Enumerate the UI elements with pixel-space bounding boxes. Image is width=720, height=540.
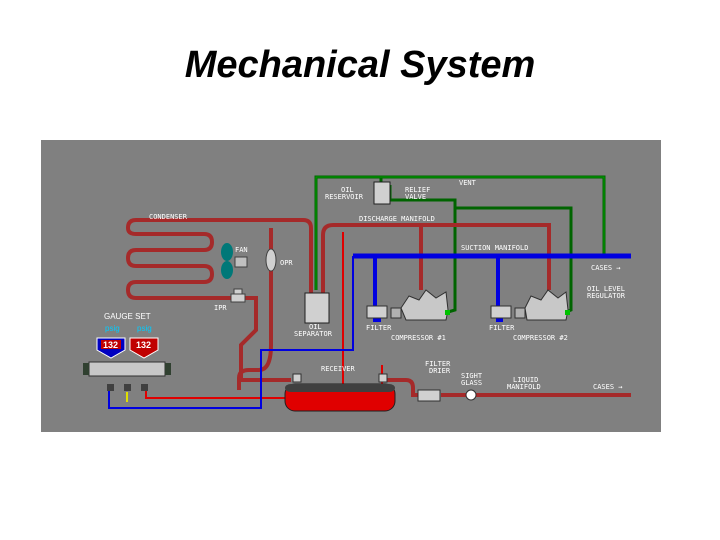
oil-separator-label-1: OIL — [309, 323, 322, 331]
relief-valve-label-2: VALVE — [405, 193, 426, 201]
ipr-valve-icon — [230, 288, 246, 303]
liquid-manifold-label-2: MANIFOLD — [507, 383, 541, 391]
compressor-1-icon — [366, 289, 450, 321]
page-title: Mechanical System — [184, 44, 536, 86]
compressor-2-icon — [490, 289, 570, 321]
gauge-left-value: 132 — [103, 340, 118, 350]
opr-valve-icon — [265, 248, 277, 272]
gauge-right-unit: psig — [137, 324, 152, 333]
cases-top-label: CASES → — [591, 264, 621, 272]
filter-drier-label-1: FILTER — [425, 360, 451, 368]
suction-branches — [373, 256, 503, 322]
opr-label: OPR — [280, 259, 293, 267]
compressor-2-label: COMPRESSOR #2 — [513, 334, 568, 342]
fan-label: FAN — [235, 246, 248, 254]
sight-glass-icon — [465, 389, 477, 401]
compressor-1-label: COMPRESSOR #1 — [391, 334, 446, 342]
gauge-set-icon — [83, 337, 171, 402]
receiver-tank — [284, 373, 396, 412]
sight-glass-label-2: GLASS — [461, 379, 482, 387]
relief-valve-label-1: RELIEF — [405, 186, 430, 194]
oil-level-regulator-label-2: REGULATOR — [587, 292, 626, 300]
gauge-left-unit: psig — [105, 324, 120, 333]
condenser-label: CONDENSER — [149, 213, 188, 221]
oil-reservoir-label-2: RESERVOIR — [325, 193, 364, 201]
suction-return-line — [108, 256, 354, 409]
suction-manifold-label: SUCTION MANIFOLD — [461, 244, 528, 252]
filter-2-label: FILTER — [489, 324, 515, 332]
oil-level-regulator-label-1: OIL LEVEL — [587, 285, 625, 293]
filter-drier-label-2: DRIER — [429, 367, 451, 375]
mechanical-system-diagram: FAN OPR IPR CONDENSER OIL RESERVOIR RELI… — [41, 140, 661, 432]
liquid-manifold-label-1: LIQUID — [513, 376, 538, 384]
diagram-background — [41, 140, 661, 432]
oil-separator-label-2: SEPARATOR — [294, 330, 333, 338]
oil-reservoir — [373, 181, 391, 205]
vent-label: VENT — [459, 179, 477, 187]
ipr-label: IPR — [214, 304, 227, 312]
oil-reservoir-label-1: OIL — [341, 186, 354, 194]
oil-lines-highlight — [315, 176, 605, 290]
filter-drier — [417, 389, 441, 402]
sight-glass-label-1: SIGHT — [461, 372, 483, 380]
gauge-right-value: 132 — [136, 340, 151, 350]
gauge-set-label: GAUGE SET — [104, 312, 151, 321]
filter-1-label: FILTER — [366, 324, 392, 332]
oil-separator — [304, 292, 330, 324]
fan-icon — [221, 243, 248, 279]
discharge-manifold-label: DISCHARGE MANIFOLD — [359, 215, 435, 223]
cases-bottom-label: CASES → — [593, 383, 623, 391]
receiver-label: RECEIVER — [321, 365, 356, 373]
ipr-line — [229, 296, 291, 382]
